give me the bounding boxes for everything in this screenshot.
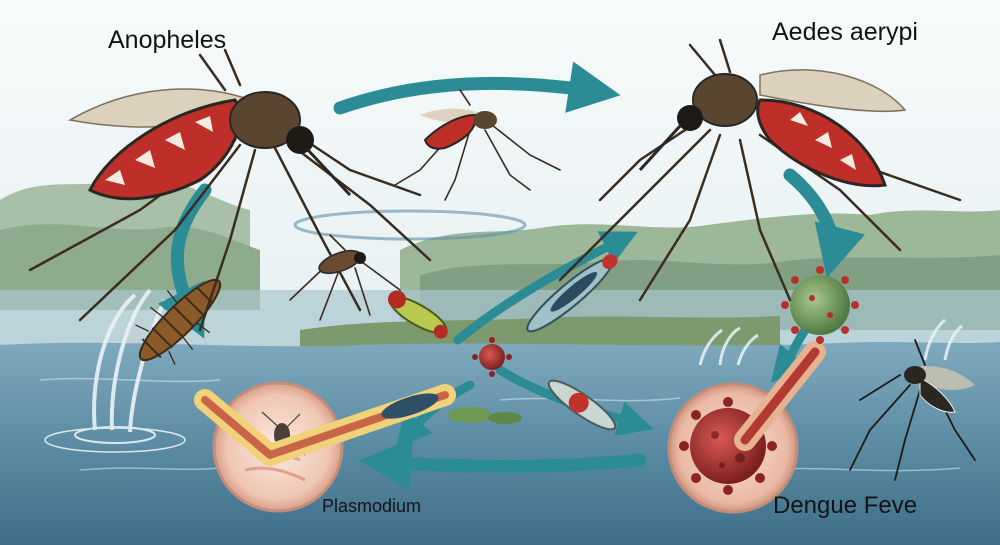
plasmodium-label: Plasmodium: [322, 496, 422, 516]
larva-icon: [526, 254, 618, 333]
mosquito-icon: [849, 339, 976, 481]
mosquito-icon: [558, 38, 962, 302]
dengue-label: Dengue Feve: [773, 492, 918, 519]
dengue-vector-tube: [734, 341, 826, 451]
mosquito-icon: [394, 89, 561, 201]
aedes-label: Aedes aerypi: [772, 18, 918, 46]
virus-icon: [781, 266, 859, 344]
mosquito-icon: [289, 234, 401, 321]
water-splash-icon: [698, 318, 963, 366]
sporozoite-parasite: [194, 384, 456, 466]
anopheles-label: Anopheles: [108, 26, 227, 54]
mosquito-icon: [28, 48, 432, 332]
lily-pad-icon: [448, 407, 522, 424]
pond-ripple: [293, 209, 527, 241]
virus-icon: [472, 337, 512, 377]
pupa-icon: [547, 379, 617, 431]
larva-icon: [387, 290, 448, 339]
larva-icon: [135, 278, 222, 365]
